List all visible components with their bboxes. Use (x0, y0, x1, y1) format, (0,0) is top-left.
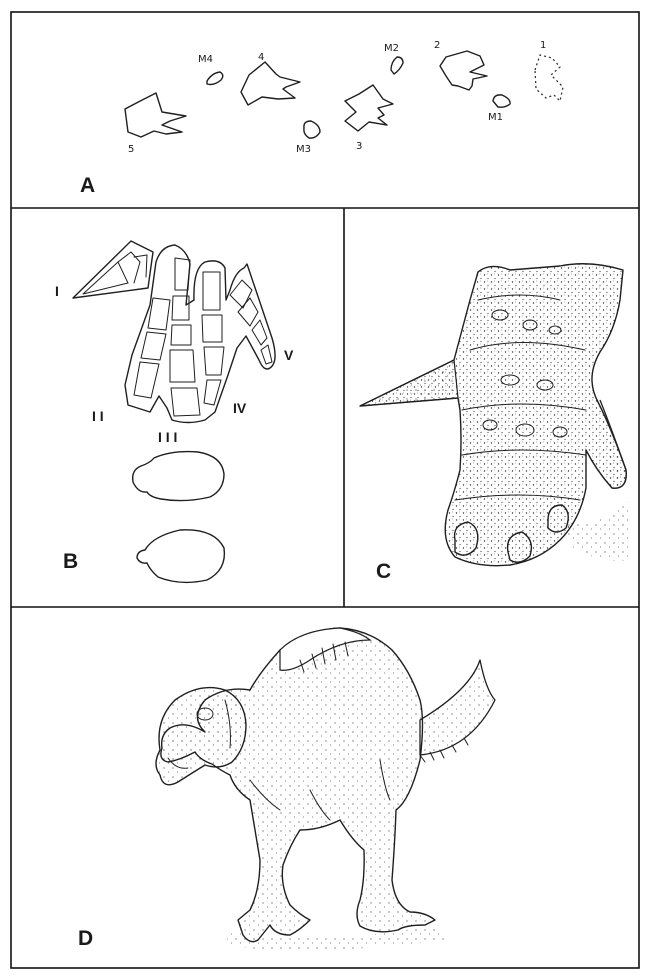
digit-label-iii: I I I (158, 429, 177, 445)
panel-label-c: C (376, 560, 391, 583)
digit-label-iv: IV (233, 400, 247, 416)
panel-a: 5 4 3 2 1 M4 M3 M2 M1 A (80, 40, 563, 197)
panel-label-b: B (63, 550, 78, 573)
digit-label-i: I (55, 283, 59, 299)
panel-d: D (78, 628, 495, 950)
pes-print-3 (345, 85, 393, 131)
manus-print-m1 (493, 95, 510, 107)
manus-label-m2: M2 (384, 43, 399, 54)
hand-flesh-drawing (360, 264, 630, 566)
manus-print-m3 (304, 121, 320, 138)
track-label-2: 2 (434, 40, 440, 51)
track-label-5: 5 (128, 144, 134, 155)
pes-print-1-dashed (535, 55, 563, 101)
panel-b: I I I I I I IV V B (55, 241, 294, 582)
digit-ii-bones (134, 298, 170, 398)
panel-c: C (360, 264, 630, 583)
digit-iv-bones (202, 272, 224, 405)
manus-label-m1: M1 (488, 112, 503, 123)
dinosaur-illustration (156, 628, 495, 950)
manus-label-m4: M4 (198, 54, 213, 65)
digit-iii-bones (170, 258, 200, 416)
manus-print-outline-upper (133, 452, 224, 501)
panel-label-a: A (80, 174, 95, 197)
pes-print-4 (241, 62, 300, 105)
track-label-3: 3 (356, 141, 362, 152)
pes-print-2 (440, 51, 487, 90)
track-label-1: 1 (540, 40, 546, 51)
manus-label-m3: M3 (296, 144, 311, 155)
digit-label-v: V (284, 347, 294, 363)
manus-print-m4 (207, 72, 223, 85)
thumb-spike-digit-i (73, 241, 153, 298)
track-label-4: 4 (258, 52, 264, 63)
digit-label-ii: I I (92, 408, 104, 424)
manus-print-m2 (391, 57, 403, 74)
pes-print-5 (125, 93, 186, 137)
hand-outline (125, 245, 275, 423)
panel-label-d: D (78, 927, 93, 950)
manus-print-outline-lower (137, 530, 224, 583)
